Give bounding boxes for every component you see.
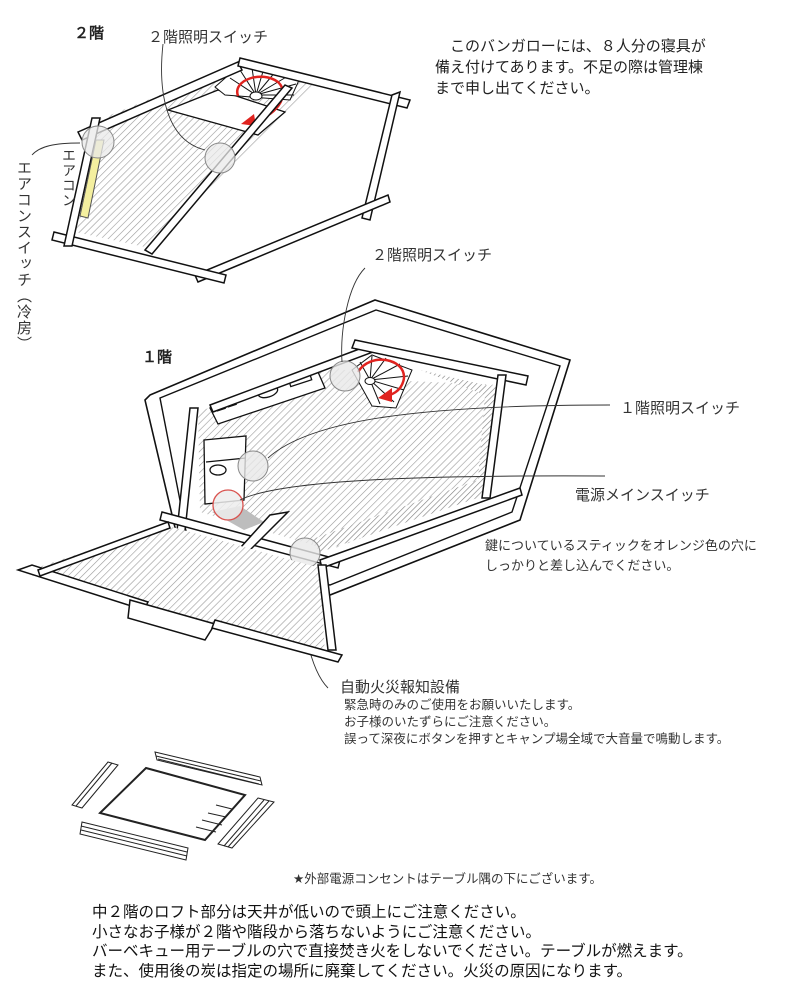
fire-alarm-note-line: 緊急時のみのご使用をお願いいたします。: [344, 697, 581, 712]
fire-alarm-note-line: 誤って深夜にボタンを押すとキャンプ場全域で大音量で鳴動します。: [344, 731, 730, 746]
fire-alarm-note: 緊急時のみのご使用をお願いいたします。 お子様のいたずらにご注意ください。 誤っ…: [344, 696, 729, 747]
caution-item: 中２階のロフト部分は天井が低いので頭上にご注意ください。: [92, 903, 526, 921]
leader-line: [239, 475, 606, 501]
aircon-label: エアコン: [60, 148, 76, 208]
first-floor-light-switch-label: １階照明スイッチ: [620, 399, 741, 417]
second-floor-label: ２階: [74, 24, 105, 42]
intro-note-line: 備え付けてあります。不足の際は管理棟: [435, 58, 704, 76]
second-floor-plan: [31, 43, 411, 284]
first-floor-label: １階: [142, 348, 173, 366]
main-power-switch-label: 電源メインスイッチ: [575, 486, 710, 504]
aircon-switch-marker: [81, 125, 115, 159]
arrow-head-icon: [378, 388, 392, 402]
main-power-note: 鍵についているスティックをオレンジ色の穴に しっかりと差し込んでください。: [485, 537, 757, 577]
second-floor-light-switch-label: ２階照明スイッチ: [148, 28, 269, 46]
deck-floor: [30, 525, 325, 655]
caution-item: 小さなお子様が２階や階段から落ちないようにご注意ください。: [92, 922, 541, 941]
outlet-note: ★外部電源コンセントはテーブル隅の下にございます。: [293, 871, 602, 886]
bbq-table: [71, 751, 275, 861]
tatami-area: [310, 370, 498, 552]
intro-note: このバンガローには、８人分の寝具が 備え付けてあります。不足の際は管理棟 まで申…: [435, 36, 706, 99]
leader-line: [267, 404, 611, 459]
upstairs-light-switch-marker: [329, 360, 361, 392]
table-bench: [79, 821, 189, 861]
caution-list: 中２階のロフト部分は天井が低いので頭上にご注意ください。 小さなお子様が２階や階…: [92, 903, 693, 981]
caution-item: また、使用後の炭は指定の場所に廃棄してください。火災の原因になります。: [92, 961, 633, 980]
table-hole-lines: [195, 804, 233, 833]
aircon-switch-label: エアコンスイッチ（冷房）: [15, 160, 33, 352]
intro-note-line: まで申し出てください。: [435, 79, 600, 97]
leader-line: [341, 267, 366, 363]
fire-alarm-label: 自動火災報知設備: [340, 678, 461, 696]
table-bench: [71, 761, 119, 809]
bathroom-block: [203, 435, 247, 505]
caution-item: バーベキュー用テーブルの穴で直接焚き火をしないでください。テーブルが燃えます。: [92, 942, 693, 960]
main-power-note-line: しっかりと差し込んでください。: [485, 559, 680, 574]
fire-alarm-note-line: お子様のいたずらにご注意ください。: [344, 714, 557, 729]
first-floor-light-switch-marker: [237, 450, 269, 482]
table-bench: [217, 797, 275, 849]
front-deck: [15, 521, 344, 663]
intro-note-line: このバンガローには、８人分の寝具が: [435, 37, 706, 55]
main-power-switch-marker: [212, 489, 244, 521]
first-floor-plan: [144, 267, 611, 689]
leader-line: [161, 43, 206, 151]
second-floor-light-switch-marker: [204, 142, 236, 174]
main-power-note-line: 鍵についているスティックをオレンジ色の穴に: [485, 539, 757, 554]
leader-line: [31, 142, 81, 156]
upstairs-light-switch-label: ２階照明スイッチ: [372, 246, 493, 264]
table-top: [98, 766, 247, 842]
table-bench: [154, 751, 263, 786]
